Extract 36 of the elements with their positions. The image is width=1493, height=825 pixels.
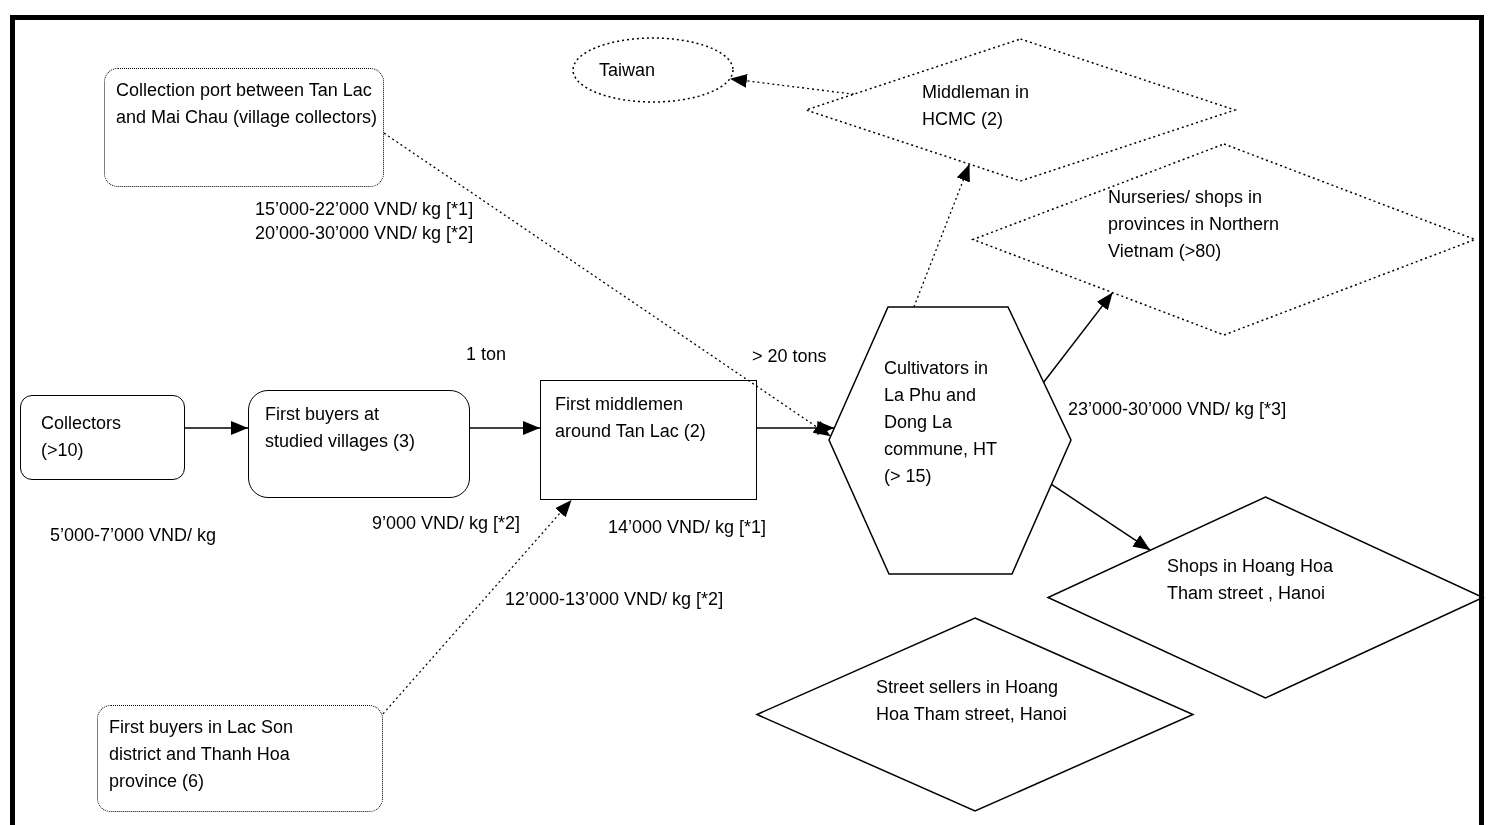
arrow — [756, 421, 836, 435]
process-box — [540, 380, 757, 500]
arrow — [469, 421, 541, 435]
arrow — [1050, 483, 1152, 551]
note-text: 20’000-30’000 VND/ kg [*2] — [255, 222, 474, 244]
note-text: 15’000-22’000 VND/ kg [*1] — [255, 198, 474, 220]
node-text: Taiwan — [599, 59, 657, 82]
note-text: 1 ton — [466, 343, 507, 365]
dotted-arrow — [383, 132, 832, 437]
node-text: Middleman in HCMC (2) — [922, 81, 1031, 131]
note-text: > 20 tons — [752, 345, 827, 367]
dotted-arrow — [729, 73, 855, 95]
diamond-node — [973, 144, 1475, 335]
node-text: Collection port between Tan Lac and Mai Chau (village collectors) — [116, 79, 378, 129]
dotted-arrow — [382, 499, 573, 715]
node-text: Nurseries/ shops in provinces in Northern Vietnam (>80) — [1108, 186, 1281, 263]
node-text: Street sellers in Hoang Hoa Tham street, Hanoi — [876, 676, 1068, 726]
note-text: 5’000-7’000 VND/ kg — [50, 524, 217, 546]
arrow — [184, 421, 249, 435]
node-text: First buyers in Lac Son district and Thanh Hoa province (6) — [109, 716, 295, 793]
note-text: 9’000 VND/ kg [*2] — [372, 512, 521, 534]
note-text: 12’000-13’000 VND/ kg [*2] — [505, 588, 724, 610]
diamond-node — [806, 39, 1235, 181]
node-text: Shops in Hoang Hoa Tham street , Hanoi — [1167, 555, 1335, 605]
hexagon-node — [829, 307, 1071, 574]
rounded-box — [20, 395, 185, 480]
node-text: First middlemen around Tan Lac (2) — [555, 393, 707, 443]
rounded-box — [248, 390, 470, 498]
arrow — [1042, 291, 1114, 383]
diamond-node — [757, 618, 1193, 811]
note-text: 23’000-30’000 VND/ kg [*3] — [1068, 398, 1287, 420]
dotted-arrow — [913, 163, 971, 308]
node-text: Cultivators in La Phu and Dong La commune, HT (> 15) — [884, 357, 998, 488]
note-text: 14’000 VND/ kg [*1] — [608, 516, 767, 538]
node-text: Collectors (>10) — [41, 412, 123, 462]
node-text: First buyers at studied villages (3) — [265, 403, 417, 453]
